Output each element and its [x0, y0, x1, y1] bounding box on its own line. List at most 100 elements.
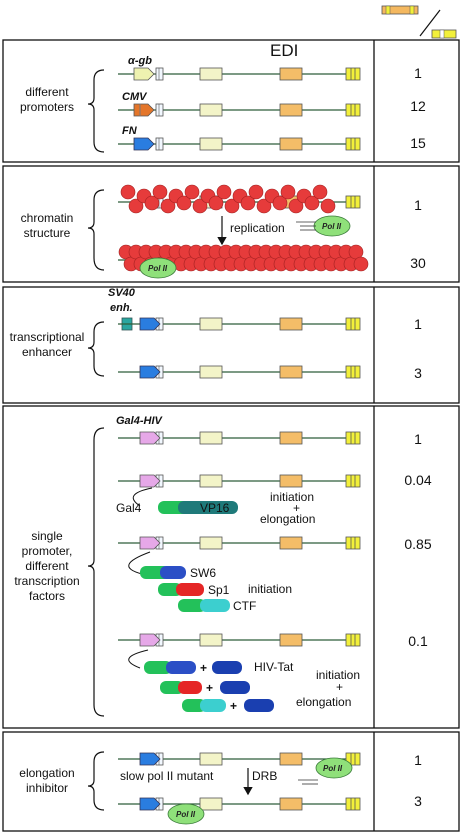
construct-gal4-hiv-label: Gal4-HIV: [116, 415, 164, 427]
nucleosome: [240, 195, 256, 211]
label-factors-4: transcription: [14, 574, 79, 588]
nucleosome: [256, 198, 272, 214]
ctf-label: CTF: [233, 599, 256, 613]
label-promoters-2: promoters: [20, 100, 74, 114]
slow-pol-label: slow pol II mutant: [120, 769, 214, 783]
label-enhancer-2: enhancer: [22, 345, 72, 359]
gal4-label: Gal4: [116, 501, 142, 515]
svg-text:+: +: [206, 681, 213, 695]
label-chromatin-2: structure: [24, 226, 71, 240]
nucleosome: [176, 195, 192, 211]
construct-elong-2: Pol II: [117, 797, 361, 825]
promoter-cmv-label: CMV: [122, 91, 148, 103]
nucleosome: [312, 184, 328, 200]
construct-agb: α-gb: [117, 55, 361, 81]
value-cmv: 12: [410, 98, 426, 114]
construct-tf-4: + HIV-Tat + + initiation + elongation: [117, 633, 361, 713]
pol-ii-icon-4: Pol II: [167, 803, 205, 825]
enhancer-label-1: SV40: [108, 287, 136, 299]
nucleosome: [224, 198, 240, 214]
nucleosome: [160, 198, 176, 214]
construct-no-enhancer: [117, 365, 361, 379]
construct-enhancer: SV40 enh.: [108, 287, 361, 331]
nucleosome: [280, 184, 296, 200]
promoter-fn-label: FN: [122, 125, 138, 137]
value-fn: 15: [410, 135, 426, 151]
values: 1 12 15 1 30 1 3 1 0.04 0.85 0.1 1 3: [404, 65, 431, 809]
nucleosome: [144, 195, 160, 211]
nucleosome: [272, 195, 288, 211]
nucleosome: [304, 195, 320, 211]
sp1-label: Sp1: [208, 583, 230, 597]
value-factors-4: 0.1: [408, 633, 428, 649]
label-promoters-1: different: [25, 85, 69, 99]
label-enhancer-1: transcriptional: [10, 330, 85, 344]
nucleosome: [288, 198, 304, 214]
drb-label: DRB: [252, 769, 277, 783]
braces: [87, 69, 105, 811]
value-elongation-2: 3: [414, 793, 422, 809]
construct-tf-2: Gal4 VP16 initiation + elongation: [116, 474, 361, 526]
pol-ii-icon-3: Pol II: [315, 757, 353, 779]
value-agb: 1: [414, 65, 422, 81]
svg-text:Pol II: Pol II: [323, 764, 343, 773]
section-boxes: [2, 39, 460, 832]
svg-text:+: +: [200, 661, 207, 675]
label-chromatin-1: chromatin: [21, 211, 74, 225]
enhancer-label-2: enh.: [110, 302, 133, 314]
svg-text:Pol II: Pol II: [322, 222, 342, 231]
label-factors-2: promoter,: [22, 544, 73, 558]
value-factors-1: 1: [414, 431, 422, 447]
note-init-elong-1a: initiation: [270, 490, 314, 504]
value-factors-3: 0.85: [404, 536, 431, 552]
note-init-elong-1b: +: [293, 501, 300, 515]
construct-tf-1: [117, 431, 361, 445]
nucleosome: [120, 184, 136, 200]
nucleosome: [216, 184, 232, 200]
value-enhancer-2: 3: [414, 365, 422, 381]
label-factors-3: different: [25, 559, 69, 573]
label-elongation-1: elongation: [19, 766, 74, 780]
construct-chromatin-open: Pol II: [117, 184, 361, 237]
section-labels: different promoters chromatin structure …: [10, 85, 85, 795]
label-elongation-2: inhibitor: [26, 781, 68, 795]
pol-ii-icon-2: Pol II: [139, 257, 177, 279]
nucleosome: [320, 198, 336, 214]
nucleosome: [208, 195, 224, 211]
value-chromatin-1: 1: [414, 197, 422, 213]
svg-text:Pol II: Pol II: [148, 264, 168, 273]
note-init-2: initiation: [248, 582, 292, 596]
replication-arrow: replication: [217, 216, 285, 246]
note-init-elong-1c: elongation: [260, 512, 315, 526]
nucleosome: [353, 256, 369, 272]
construct-fn: FN: [117, 125, 361, 151]
value-factors-2: 0.04: [404, 472, 431, 488]
nucleosome: [184, 184, 200, 200]
hiv-tat-label: HIV-Tat: [254, 660, 294, 674]
label-factors-1: single: [31, 529, 63, 543]
construct-elong-1: Pol II slow pol II mutant DRB: [117, 752, 361, 796]
nucleosome: [152, 184, 168, 200]
label-factors-5: factors: [29, 589, 65, 603]
svg-text:Pol II: Pol II: [176, 810, 196, 819]
note-init-elong-3a: initiation: [316, 668, 360, 682]
construct-tf-3: SW6 Sp1 initiation CTF: [117, 536, 361, 613]
note-init-elong-3c: elongation: [296, 695, 351, 709]
construct-chromatin-closed: Pol II: [118, 244, 369, 279]
vp16-label: VP16: [200, 501, 230, 515]
value-chromatin-2: 30: [410, 255, 426, 271]
svg-text:+: +: [230, 699, 237, 713]
promoter-agb-label: α-gb: [128, 55, 152, 67]
replication-label: replication: [230, 221, 285, 235]
nucleosome: [248, 184, 264, 200]
construct-cmv: CMV: [117, 91, 361, 117]
value-elongation-1: 1: [414, 752, 422, 768]
pol-ii-icon: Pol II: [313, 215, 351, 237]
value-enhancer-1: 1: [414, 316, 422, 332]
nucleosome: [192, 198, 208, 214]
nucleosome: [128, 198, 144, 214]
ratio-icon: [381, 5, 457, 39]
sw6-label: SW6: [190, 566, 216, 580]
note-init-elong-3b: +: [336, 680, 343, 694]
